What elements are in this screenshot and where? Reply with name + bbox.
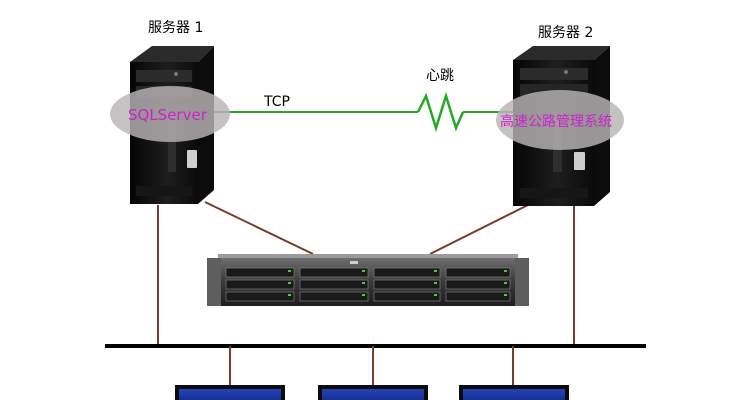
server-2-label: 服务器 2 <box>538 25 593 41</box>
system-highlight <box>496 90 624 150</box>
zigzag-heartbeat-icon <box>416 91 465 133</box>
storage-cables <box>204 201 529 255</box>
heartbeat-label: 心跳 <box>426 68 454 84</box>
monitor-icon <box>463 389 565 400</box>
cable-server2-storage <box>429 204 529 255</box>
monitor-icon <box>322 389 424 400</box>
system-label: 高速公路管理系统 <box>500 113 612 130</box>
client-monitor-1 <box>175 385 285 400</box>
heartbeat-link <box>210 91 520 133</box>
monitor-icon <box>179 389 281 400</box>
client-monitor-3 <box>459 385 569 400</box>
storage-array <box>207 254 529 306</box>
client-monitor-2 <box>318 385 428 400</box>
cable-server1-storage <box>204 201 314 255</box>
sqlserver-label: SQLServer <box>128 106 208 124</box>
tcp-label: TCP <box>263 94 290 110</box>
sqlserver-highlight <box>110 86 230 142</box>
server-1-label: 服务器 1 <box>148 20 203 36</box>
